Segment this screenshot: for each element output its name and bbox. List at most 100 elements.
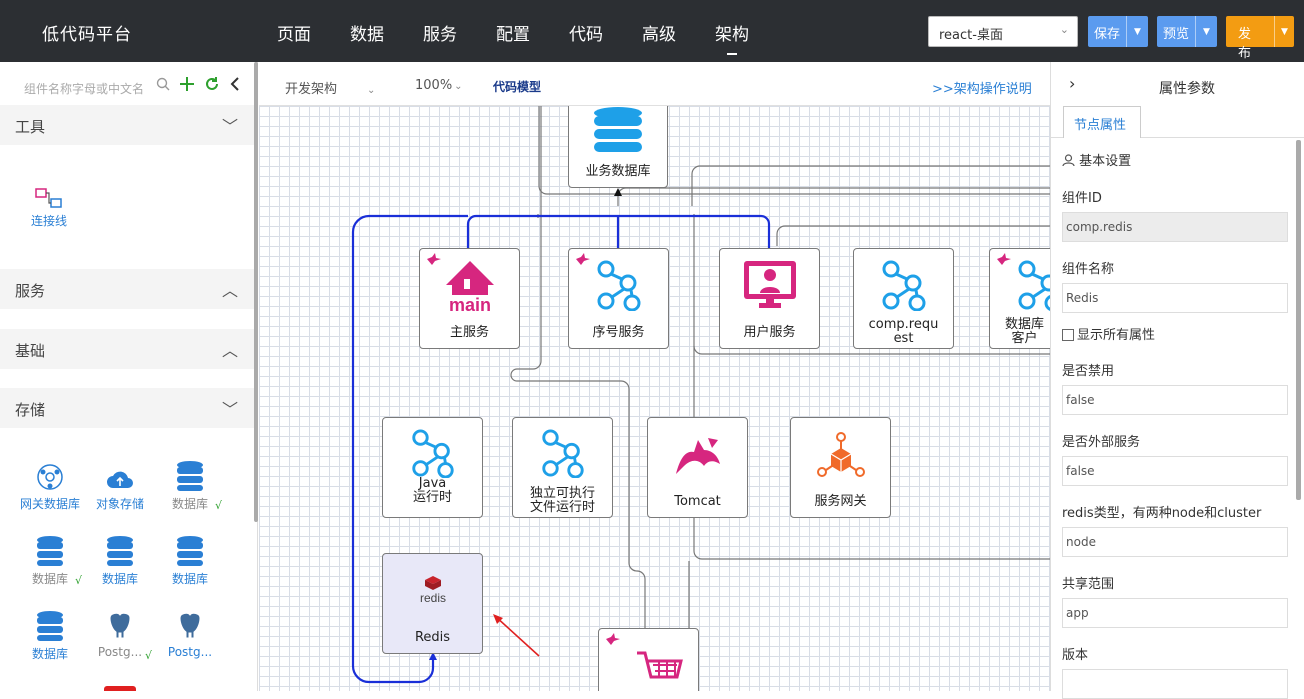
code-model-button[interactable]: 代码模型 [493, 80, 542, 94]
postgres-component[interactable]: Postg... [84, 610, 156, 659]
publish-button[interactable]: 发布 ▼ [1226, 16, 1294, 61]
env-select[interactable]: react-桌面 ⌄ [928, 16, 1078, 47]
database-component[interactable]: 数据库 [154, 460, 226, 512]
save-label: 保存 [1094, 27, 1121, 42]
add-icon[interactable] [179, 76, 195, 92]
refresh-icon[interactable] [204, 76, 220, 92]
nav-data[interactable]: 数据 [350, 25, 384, 45]
nav-page[interactable]: 页面 [277, 25, 311, 45]
database-component[interactable]: 数据库 [154, 535, 226, 587]
section-services-label: 服务 [15, 282, 46, 300]
collapse-right-icon[interactable]: › [1069, 74, 1076, 93]
section-tools[interactable]: 工具 ﹀ [0, 105, 254, 145]
share-scope-field[interactable]: app [1062, 598, 1288, 628]
architecture-help-link[interactable]: >>架构操作说明 [932, 82, 1032, 97]
nav-advanced[interactable]: 高级 [642, 25, 676, 45]
field-label: 版本 [1062, 648, 1089, 663]
zoom-select[interactable]: 100%⌄ [415, 78, 463, 93]
collapse-left-icon[interactable] [229, 77, 241, 91]
disabled-field[interactable]: false [1062, 385, 1288, 415]
database-component[interactable]: 数据库 [84, 535, 156, 587]
database-icon [154, 535, 226, 567]
node-label: 数据库客户 [960, 318, 1050, 346]
node-user-service[interactable]: 用户服务 [719, 248, 820, 349]
section-basic[interactable]: 基础 ︿ [0, 329, 254, 369]
check-icon: √ [145, 649, 153, 662]
save-dropdown-icon[interactable]: ▼ [1126, 16, 1148, 47]
component-label: 数据库 [31, 647, 68, 661]
postgres-component[interactable]: Postg... [154, 610, 226, 659]
node-label-line: 运行时 [412, 490, 452, 505]
node-business-db[interactable]: 业务数据库 [568, 106, 668, 188]
nav-architecture[interactable]: 架构 [715, 20, 749, 55]
component-label: 数据库 [101, 572, 138, 586]
connector-label: 连接线 [30, 214, 67, 228]
node-db-client[interactable]: 数据库客户 [989, 248, 1050, 349]
bird-icon [605, 633, 621, 649]
field-label: 是否外部服务 [1062, 435, 1141, 450]
component-label: 数据库 [31, 572, 68, 586]
cloud-upload-icon [84, 460, 156, 492]
database-icon [84, 535, 156, 567]
node-label-line: 独立可执行 [529, 486, 595, 501]
bird-icon [575, 253, 591, 269]
database-icon [569, 107, 667, 153]
node-service-gateway[interactable]: 服务网关 [790, 417, 891, 518]
panel-tools [156, 76, 241, 92]
left-scrollbar[interactable] [254, 62, 258, 522]
section-storage[interactable]: 存储 ﹀ [0, 388, 254, 428]
right-scrollbar[interactable] [1296, 140, 1301, 500]
checkbox-box[interactable] [1062, 329, 1074, 341]
node-exec-runtime[interactable]: 独立可执行文件运行时 [512, 417, 613, 518]
env-select-value: react-桌面 [939, 28, 1003, 43]
node-label-line: 客户 [1011, 331, 1038, 346]
component-label: 对象存储 [95, 497, 144, 511]
show-all-checkbox[interactable]: 显示所有属性 [1062, 324, 1155, 343]
gateway-db-icon [14, 460, 86, 492]
tab-node-properties[interactable]: 节点属性 [1063, 106, 1141, 138]
node-label: 业务数据库 [585, 164, 651, 179]
external-service-field[interactable]: false [1062, 456, 1288, 486]
version-field[interactable] [1062, 669, 1288, 699]
chevron-down-icon: ⌄ [367, 85, 376, 96]
top-bar: 低代码平台 页面 数据 服务 配置 代码 高级 架构 react-桌面 ⌄ 保存… [0, 0, 1304, 62]
connector-line-tool[interactable]: 连接线 [13, 177, 85, 229]
network-nodes-icon [513, 428, 612, 478]
database-component[interactable]: 数据库 [14, 535, 86, 587]
chevron-up-icon: ︿ [221, 281, 238, 300]
node-sequence-service[interactable]: 序号服务 [568, 248, 669, 349]
database-icon [154, 460, 226, 492]
publish-label: 发布 [1238, 27, 1252, 61]
object-storage-component[interactable]: 对象存储 [84, 460, 156, 512]
preview-dropdown-icon[interactable]: ▼ [1195, 16, 1217, 47]
redis-type-field[interactable]: node [1062, 527, 1288, 557]
section-services[interactable]: 服务 ︿ [0, 269, 254, 309]
network-nodes-icon [990, 259, 1050, 311]
database-component[interactable]: 数据库 [14, 610, 86, 662]
chevron-down-icon: ﹀ [221, 117, 238, 136]
network-nodes-icon [383, 428, 482, 478]
preview-button[interactable]: 预览 ▼ [1157, 16, 1217, 47]
node-shop[interactable] [598, 628, 699, 691]
node-tomcat[interactable]: Tomcat [647, 417, 748, 518]
component-search-input[interactable]: 组件名称字母或中文名 [24, 82, 145, 96]
search-icon[interactable] [156, 77, 170, 91]
section-storage-label: 存储 [15, 401, 46, 419]
node-main-service[interactable]: main 主服务 [419, 248, 520, 349]
save-button[interactable]: 保存 ▼ [1088, 16, 1148, 47]
view-select[interactable]: 开发架构⌄ [285, 78, 375, 97]
component-name-field[interactable]: Redis [1062, 283, 1288, 313]
publish-dropdown-icon[interactable]: ▼ [1273, 16, 1294, 47]
properties-panel: › 属性参数 节点属性 基本设置 组件ID comp.redis 组件名称 Re… [1050, 62, 1304, 699]
nav-service[interactable]: 服务 [423, 25, 457, 45]
node-redis[interactable]: redis Redis [382, 553, 483, 654]
nav-code[interactable]: 代码 [569, 25, 603, 45]
tab-divider [1051, 137, 1304, 138]
nav-config[interactable]: 配置 [496, 25, 530, 45]
gateway-db-component[interactable]: 网关数据库 [14, 460, 86, 512]
component-id-field[interactable]: comp.redis [1062, 212, 1288, 242]
